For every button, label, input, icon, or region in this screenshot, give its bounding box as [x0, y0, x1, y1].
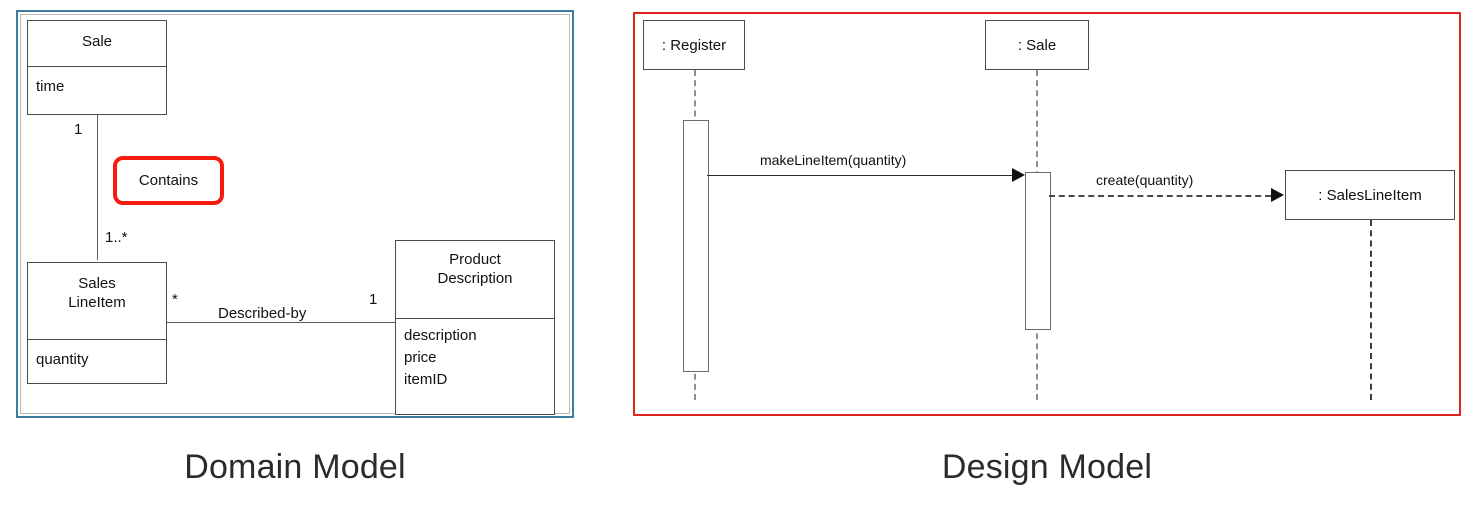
multiplicity-sale-one: 1	[74, 121, 83, 138]
message-line-create	[1049, 195, 1271, 197]
class-attributes-sale: time	[36, 78, 65, 95]
class-attributes-sales-line-item: quantity	[36, 351, 89, 368]
class-divider-sale	[28, 66, 166, 67]
class-name-sales-line-item-line1: Sales	[78, 275, 116, 292]
class-name-product-description-line1: Product	[449, 251, 501, 268]
association-label-described-by: Described-by	[218, 305, 307, 322]
multiplicity-productdescription-one: 1	[369, 291, 378, 308]
class-attributes-product-description: description price itemID	[404, 327, 477, 388]
message-label-create: create(quantity)	[1096, 172, 1194, 188]
class-box-product-description[interactable]: Product Description description price it…	[395, 240, 555, 415]
caption-design-model: Design Model	[941, 448, 1153, 486]
association-line-described-by	[167, 322, 395, 323]
lifeline-label-sales-line-item: : SalesLineItem	[1318, 186, 1422, 204]
class-divider-product-description	[396, 318, 554, 319]
class-box-sales-line-item[interactable]: Sales LineItem quantity	[27, 262, 167, 384]
message-line-make-line-item	[707, 175, 1018, 176]
lifeline-head-sales-line-item[interactable]: : SalesLineItem	[1285, 170, 1455, 220]
class-name-sales-line-item-line2: LineItem	[68, 294, 126, 311]
association-label-contains-highlight[interactable]: Contains	[113, 156, 224, 205]
activation-bar-register	[683, 120, 709, 372]
class-divider-sales-line-item	[28, 339, 166, 340]
message-arrowhead-create	[1271, 188, 1284, 202]
multiplicity-salelineitem-one-to-many: 1..*	[105, 229, 128, 246]
message-arrowhead-make-line-item	[1012, 168, 1025, 182]
caption-domain-model: Domain Model	[184, 448, 406, 486]
lifeline-head-sale[interactable]: : Sale	[985, 20, 1089, 70]
class-box-sale[interactable]: Sale time	[27, 20, 167, 115]
association-label-contains-text: Contains	[138, 172, 199, 189]
lifeline-head-register[interactable]: : Register	[643, 20, 745, 70]
association-line-contains	[97, 115, 98, 260]
message-label-make-line-item: makeLineItem(quantity)	[760, 152, 907, 168]
lifeline-label-register: : Register	[661, 36, 727, 54]
activation-bar-sale	[1025, 172, 1051, 330]
class-name-sale: Sale	[81, 33, 113, 50]
class-name-product-description-line2: Description	[437, 270, 513, 287]
lifeline-label-sale: : Sale	[1017, 36, 1057, 54]
multiplicity-salelineitem-many: *	[172, 291, 178, 308]
lifeline-dash-sales-line-item	[1370, 220, 1372, 400]
